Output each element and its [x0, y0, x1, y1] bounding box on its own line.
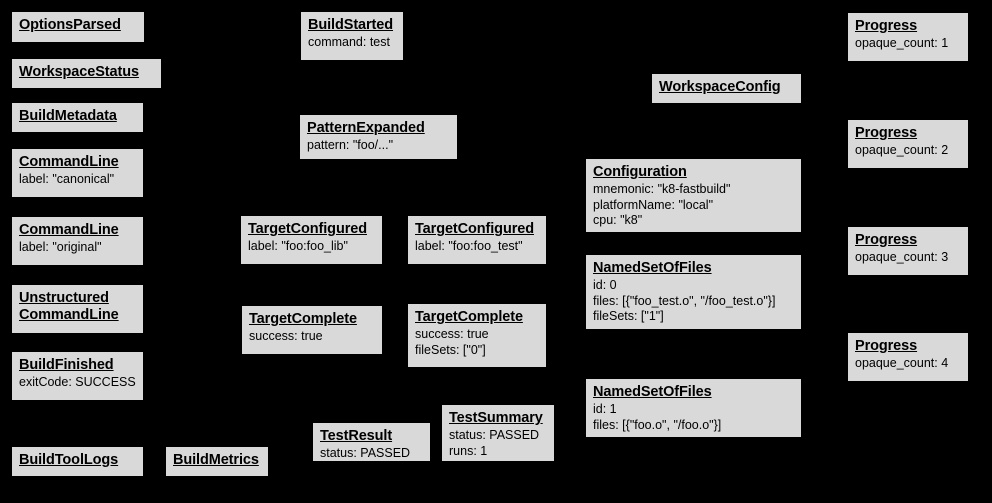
- node-title: CommandLine: [19, 154, 119, 170]
- node-test-result[interactable]: TestResult status: PASSED: [312, 422, 431, 462]
- node-title: Progress: [855, 232, 918, 248]
- node-title: BuildMetrics: [173, 452, 259, 468]
- node-named-set-of-files-0[interactable]: NamedSetOfFiles id: 0 files: [{"foo_test.…: [585, 254, 802, 330]
- node-test-summary[interactable]: TestSummary status: PASSED runs: 1: [441, 404, 555, 462]
- node-title: BuildFinished: [19, 357, 114, 373]
- node-title: BuildMetadata: [19, 108, 117, 124]
- node-progress-1[interactable]: Progress opaque_count: 1: [847, 12, 969, 62]
- node-workspace-config[interactable]: WorkspaceConfig: [651, 73, 802, 104]
- node-fields: opaque_count: 4: [855, 356, 949, 370]
- node-fields: label: "canonical": [19, 172, 115, 186]
- node-pattern-expanded[interactable]: PatternExpanded pattern: "foo/...": [299, 114, 458, 160]
- node-title: WorkspaceStatus: [19, 64, 139, 80]
- node-fields: opaque_count: 3: [855, 250, 949, 264]
- node-title: CommandLine: [19, 222, 119, 238]
- node-fields: id: 1 files: [{"foo.o", "/foo.o"}]: [593, 402, 722, 432]
- node-build-metadata[interactable]: BuildMetadata: [11, 102, 144, 133]
- node-configuration[interactable]: Configuration mnemonic: "k8-fastbuild" pl…: [585, 158, 802, 233]
- node-title: NamedSetOfFiles: [593, 260, 712, 276]
- node-unstructured-command-line[interactable]: Unstructured CommandLine: [11, 284, 144, 334]
- node-progress-4[interactable]: Progress opaque_count: 4: [847, 332, 969, 382]
- node-title: TestSummary: [449, 410, 543, 426]
- node-build-metrics[interactable]: BuildMetrics: [165, 446, 269, 477]
- node-title: Configuration: [593, 164, 687, 180]
- node-title: WorkspaceConfig: [659, 79, 781, 95]
- node-fields: status: PASSED: [320, 446, 411, 460]
- node-target-complete-lib[interactable]: TargetComplete success: true: [241, 305, 383, 355]
- node-fields: command: test: [308, 35, 390, 49]
- node-fields: opaque_count: 1: [855, 36, 949, 50]
- node-fields: label: "foo:foo_test": [415, 239, 523, 253]
- node-fields: id: 0 files: [{"foo_test.o", "/foo_test.…: [593, 278, 776, 323]
- node-fields: success: true fileSets: ["0"]: [415, 327, 489, 357]
- node-title: TargetComplete: [249, 311, 357, 327]
- node-title: Unstructured CommandLine: [19, 290, 119, 323]
- node-command-line-canonical[interactable]: CommandLine label: "canonical": [11, 148, 144, 198]
- node-named-set-of-files-1[interactable]: NamedSetOfFiles id: 1 files: [{"foo.o", "…: [585, 378, 802, 438]
- node-fields: exitCode: SUCCESS: [19, 375, 136, 389]
- node-fields: status: PASSED runs: 1: [449, 428, 540, 458]
- node-title: TargetComplete: [415, 309, 523, 325]
- node-title: BuildToolLogs: [19, 452, 119, 468]
- node-title: TargetConfigured: [248, 221, 367, 237]
- node-build-tool-logs[interactable]: BuildToolLogs: [11, 446, 144, 477]
- node-fields: success: true: [249, 329, 323, 343]
- node-fields: mnemonic: "k8-fastbuild" platformName: "…: [593, 182, 731, 227]
- node-progress-3[interactable]: Progress opaque_count: 3: [847, 226, 969, 276]
- node-fields: label: "foo:foo_lib": [248, 239, 348, 253]
- node-target-configured-test[interactable]: TargetConfigured label: "foo:foo_test": [407, 215, 547, 265]
- node-title: PatternExpanded: [307, 120, 425, 136]
- node-title: Progress: [855, 125, 918, 141]
- node-workspace-status[interactable]: WorkspaceStatus: [11, 58, 162, 89]
- node-target-configured-lib[interactable]: TargetConfigured label: "foo:foo_lib": [240, 215, 383, 265]
- node-title: BuildStarted: [308, 17, 394, 33]
- node-target-complete-test[interactable]: TargetComplete success: true fileSets: ["…: [407, 303, 547, 368]
- node-command-line-original[interactable]: CommandLine label: "original": [11, 216, 144, 266]
- node-title: TargetConfigured: [415, 221, 534, 237]
- node-options-parsed[interactable]: OptionsParsed: [11, 11, 145, 43]
- node-title: OptionsParsed: [19, 17, 121, 33]
- node-title: Progress: [855, 338, 918, 354]
- node-fields: opaque_count: 2: [855, 143, 949, 157]
- node-build-started[interactable]: BuildStarted command: test: [300, 11, 404, 61]
- node-title: Progress: [855, 18, 918, 34]
- node-progress-2[interactable]: Progress opaque_count: 2: [847, 119, 969, 169]
- node-title: NamedSetOfFiles: [593, 384, 712, 400]
- node-fields: pattern: "foo/...": [307, 138, 394, 152]
- node-title: TestResult: [320, 428, 393, 444]
- node-build-finished[interactable]: BuildFinished exitCode: SUCCESS: [11, 351, 144, 401]
- node-fields: label: "original": [19, 240, 102, 254]
